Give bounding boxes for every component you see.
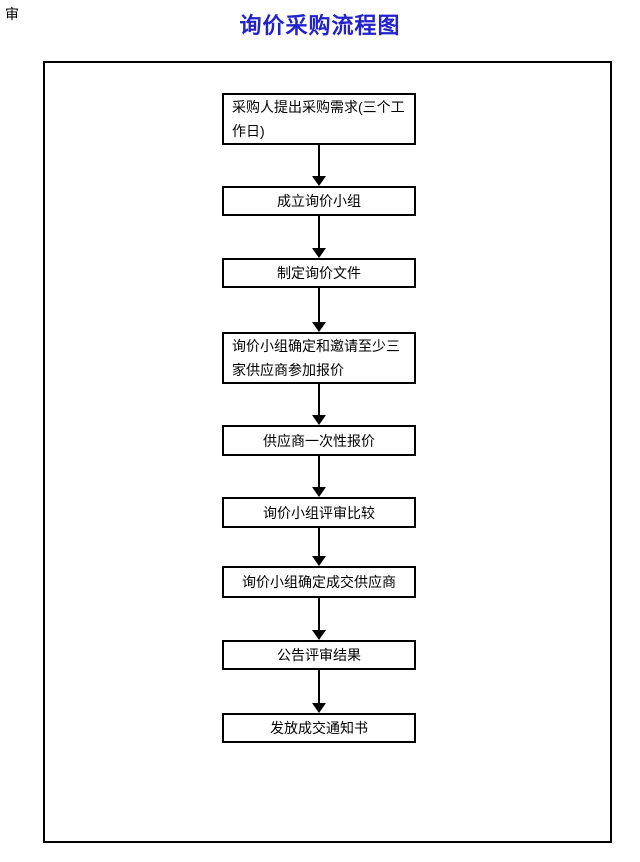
arrow-line [318,598,320,630]
arrow-head [312,630,326,640]
down-arrow-icon [222,384,416,425]
down-arrow-icon [222,528,416,566]
down-arrow-icon [222,288,416,332]
arrow-head [312,176,326,186]
arrow-line [318,456,320,487]
flow-step: 成立询价小组 [222,186,416,216]
flow-step: 制定询价文件 [222,258,416,288]
flow-step: 采购人提出采购需求(三个工作日) [222,93,416,145]
flow-step: 询价小组确定和邀请至少三家供应商参加报价 [222,332,416,384]
arrow-head [312,415,326,425]
arrow-line [318,670,320,703]
corner-mark: 审 [5,8,19,23]
down-arrow-icon [222,456,416,497]
arrow-head [312,487,326,497]
down-arrow-icon [222,216,416,258]
arrow-head [312,248,326,258]
flow-step: 询价小组评审比较 [222,497,416,528]
arrow-line [318,216,320,248]
down-arrow-icon [222,145,416,186]
arrow-line [318,145,320,176]
down-arrow-icon [222,670,416,713]
down-arrow-icon [222,598,416,640]
arrow-line [318,288,320,322]
flow-step: 公告评审结果 [222,640,416,670]
page-title: 询价采购流程图 [239,13,401,38]
arrow-line [318,528,320,556]
arrow-head [312,322,326,332]
arrow-head [312,556,326,566]
flow-step: 发放成交通知书 [222,713,416,743]
arrow-line [318,384,320,415]
arrow-head [312,703,326,713]
flowchart: 采购人提出采购需求(三个工作日) 成立询价小组 制定询价文件 询价小组确定和邀请… [222,93,416,743]
flow-step: 供应商一次性报价 [222,425,416,456]
flow-step: 询价小组确定成交供应商 [222,566,416,598]
